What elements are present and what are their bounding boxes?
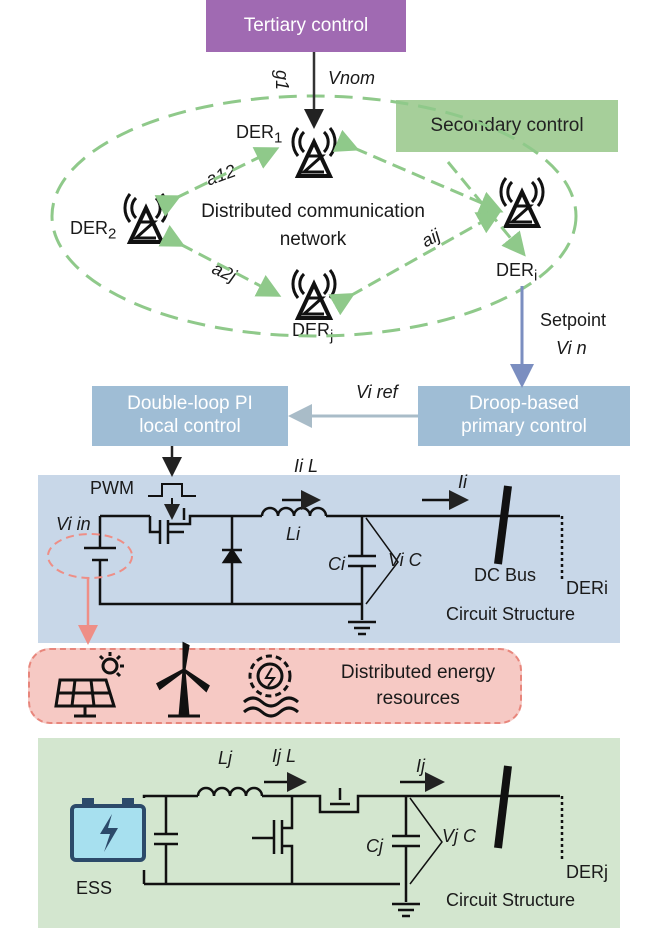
circuit-i-panel [38,475,620,643]
vin-setpoint-label: Vi n [556,338,587,358]
vnom-label: Vnom [328,68,376,88]
edge-der1-der2 [154,147,280,217]
der1-label: DER1 [236,122,283,147]
der1-tower-icon [290,126,338,178]
circuit-structure-i-label: Circuit Structure [446,604,576,624]
circuit-j [70,765,564,918]
vref-label: Vi ref [356,382,398,402]
tertiary-control-box: Tertiary control [206,0,406,52]
network-ellipse [50,94,578,338]
pwm-label: PWM [90,478,134,498]
secondary-to-deri-arrow [446,161,526,257]
setpoint-label: Setpoint [540,310,607,330]
ess-label: ESS [76,878,113,898]
vin-label: Vi in [56,514,91,534]
droop-line1: Droop-based [469,393,579,415]
inductor-j-label: Lj [218,748,233,768]
wind-turbine-icon [156,641,210,718]
distributed-energy-resources-panel [28,648,522,724]
bus-current-i-label: Ii [458,472,467,492]
deri-tower-icon [498,176,546,228]
der-resources-line2: resources [376,688,460,709]
edge-derj-deri [328,211,502,316]
double-loop-line2: local control [139,416,241,437]
dc-bus-label: DC Bus [474,565,537,585]
der-resources-label: Distributed energy resources [318,660,518,712]
inductor-current-j-label: Ij L [272,746,297,766]
der2-label: DER2 [70,218,117,243]
der-i-circuit-label: DERi [566,578,609,598]
bus-current-j-label: Ij [416,756,425,776]
hydro-turbine-icon [243,654,299,718]
circuit-i [84,483,564,636]
der2-tower-icon [122,192,170,244]
inductor-current-i-label: Ii L [294,456,319,476]
edge-der2-derj [158,225,282,297]
battery-highlight [47,533,133,579]
der-j-circuit-label: DERj [566,862,609,882]
circuit-structure-j-label: Circuit Structure [446,890,576,910]
edge-der1-deri [332,129,504,214]
droop-line2: primary control [461,416,587,437]
inductor-i-label: Li [286,524,301,544]
der-resources-line1: Distributed energy [340,662,496,683]
double-loop-line1: Double-loop PI [127,393,253,415]
capacitor-j-label: Cj [366,836,383,856]
capacitor-i-label: Ci [328,554,345,574]
cap-voltage-j-label: Vj C [442,826,477,846]
deri-label: DERi [496,260,538,285]
solar-panel-icon [54,652,124,718]
derj-tower-icon [290,268,338,320]
